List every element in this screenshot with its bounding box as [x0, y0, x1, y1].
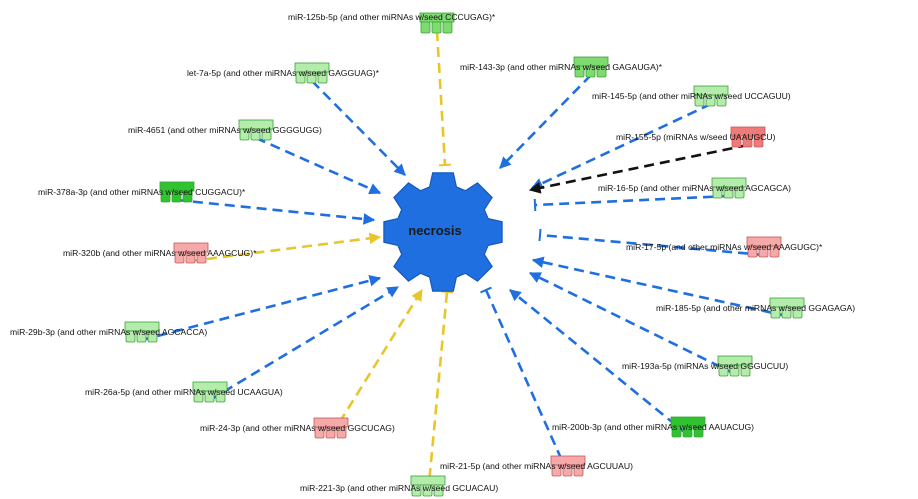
mirna-label: miR-145-5p (and other miRNAs w/seed UCCA…	[592, 91, 791, 101]
mirna-label: let-7a-5p (and other miRNAs w/seed GAGGU…	[187, 68, 380, 78]
mirna-icon	[294, 62, 330, 84]
center-label: necrosis	[408, 223, 461, 238]
mirna-label: miR-320b (and other miRNAs w/seed AAAGCU…	[63, 248, 257, 258]
mirna-icon	[746, 236, 782, 258]
edge-mir-155[interactable]	[528, 143, 749, 194]
edge-mir-143[interactable]	[499, 74, 592, 169]
mirna-label: miR-155-5p (miRNAs w/seed UAAUGCU)	[616, 132, 776, 142]
inhibition-bar-mir-21	[480, 286, 492, 294]
inhibition-bar-mir-125b	[438, 163, 452, 167]
mirna-node-mir-145[interactable]: miR-145-5p (and other miRNAs w/seed UCCA…	[592, 85, 791, 107]
mirna-icon	[159, 181, 195, 203]
mirna-node-mir-378a[interactable]: miR-378a-3p (and other miRNAs w/seed CUG…	[38, 181, 246, 203]
inhibition-bar-mir-17	[538, 228, 542, 242]
mirna-label: miR-24-3p (and other miRNAs w/seed GGCUC…	[200, 423, 395, 433]
mirna-icon	[313, 417, 349, 439]
edge-mir-29b[interactable]	[141, 274, 382, 342]
edge-mir-185[interactable]	[531, 256, 788, 318]
mirna-icon	[670, 416, 706, 438]
mirna-icon	[173, 242, 209, 264]
mirna-node-mir-29b[interactable]: miR-29b-3p (and other miRNAs w/seed AGCA…	[10, 321, 207, 343]
mirna-node-mir-320b[interactable]: miR-320b (and other miRNAs w/seed AAAGCU…	[63, 242, 257, 264]
edge-let-7a[interactable]	[311, 80, 406, 176]
mirna-label: miR-125b-5p (and other miRNAs w/seed CCC…	[288, 12, 496, 22]
mirna-label: miR-200b-3p (and other miRNAs w/seed AAU…	[552, 422, 754, 432]
mirna-icon	[730, 126, 766, 148]
edge-mir-200b[interactable]	[509, 288, 689, 437]
mirna-node-mir-221[interactable]: miR-221-3p (and other miRNAs w/seed GCUA…	[300, 475, 498, 497]
mirna-icon	[410, 475, 446, 497]
mirna-node-mir-125b[interactable]: miR-125b-5p (and other miRNAs w/seed CCC…	[288, 12, 496, 34]
mirna-node-mir-155[interactable]: miR-155-5p (miRNAs w/seed UAAUGCU)	[616, 126, 776, 148]
mirna-label: miR-185-5p (and other miRNAs w/seed GGAG…	[656, 303, 855, 313]
edge-mir-17[interactable]	[539, 233, 765, 257]
edge-mir-21[interactable]	[484, 289, 570, 475]
mirna-label: miR-29b-3p (and other miRNAs w/seed AGCA…	[10, 327, 207, 337]
mirna-icon	[769, 297, 805, 319]
mirna-node-let-7a[interactable]: let-7a-5p (and other miRNAs w/seed GAGGU…	[187, 62, 380, 84]
mirna-node-mir-16[interactable]: miR-16-5p (and other miRNAs w/seed AGCAG…	[598, 177, 791, 199]
mirna-label: miR-378a-3p (and other miRNAs w/seed CUG…	[38, 187, 246, 197]
mirna-node-mir-4651[interactable]: miR-4651 (and other miRNAs w/seed GGGGUG…	[128, 119, 322, 141]
mirna-icon	[573, 56, 609, 78]
mirna-node-mir-24[interactable]: miR-24-3p (and other miRNAs w/seed GGCUC…	[200, 417, 395, 439]
mirna-label: miR-26a-5p (and other miRNAs w/seed UCAA…	[85, 387, 283, 397]
mirna-label: miR-221-3p (and other miRNAs w/seed GCUA…	[300, 483, 498, 493]
mirna-label: miR-4651 (and other miRNAs w/seed GGGGUG…	[128, 125, 322, 135]
mirna-icon	[238, 119, 274, 141]
edge-mir-221[interactable]	[426, 291, 449, 495]
edge-mir-26a[interactable]	[209, 285, 400, 402]
mirna-icon	[192, 381, 228, 403]
mirna-label: miR-21-5p (and other miRNAs w/seed AGCUU…	[440, 461, 633, 471]
mirna-node-mir-200b[interactable]: miR-200b-3p (and other miRNAs w/seed AAU…	[552, 416, 754, 438]
mirna-icon	[717, 355, 753, 377]
edge-mir-16[interactable]	[534, 194, 730, 207]
mirna-icon	[550, 455, 586, 477]
mirna-icon	[711, 177, 747, 199]
nodes-layer: miR-125b-5p (and other miRNAs w/seed CCC…	[10, 12, 855, 497]
mirna-label: miR-193a-5p (miRNAs w/seed GGGUCUU)	[622, 361, 788, 371]
edge-mir-378a[interactable]	[176, 198, 376, 225]
mirna-node-mir-21[interactable]: miR-21-5p (and other miRNAs w/seed AGCUU…	[440, 455, 633, 477]
mirna-icon	[124, 321, 160, 343]
mirna-icon	[419, 12, 455, 34]
edge-mir-193a[interactable]	[528, 271, 736, 376]
edge-mir-24[interactable]	[329, 289, 424, 437]
mirna-node-mir-143[interactable]: miR-143-3p (and other miRNAs w/seed GAGA…	[460, 56, 663, 78]
edge-mir-145[interactable]	[530, 102, 712, 190]
mirna-label: miR-16-5p (and other miRNAs w/seed AGCAG…	[598, 183, 791, 193]
edge-mir-125b[interactable]	[435, 30, 447, 166]
gear-icon	[383, 172, 503, 292]
mirna-node-mir-26a[interactable]: miR-26a-5p (and other miRNAs w/seed UCAA…	[85, 381, 283, 403]
mirna-icon	[693, 85, 729, 107]
mirna-label: miR-17-5p (and other miRNAs w/seed AAAGU…	[626, 242, 823, 252]
mirna-node-mir-185[interactable]: miR-185-5p (and other miRNAs w/seed GGAG…	[656, 297, 855, 319]
mirna-node-mir-17[interactable]: miR-17-5p (and other miRNAs w/seed AAAGU…	[626, 236, 823, 258]
necrosis-node[interactable]: necrosis	[383, 172, 503, 292]
mirna-label: miR-143-3p (and other miRNAs w/seed GAGA…	[460, 62, 663, 72]
inhibition-bar-mir-16	[533, 198, 537, 212]
edges-layer	[141, 30, 788, 495]
edge-mir-4651[interactable]	[255, 136, 382, 195]
mirna-node-mir-193a[interactable]: miR-193a-5p (miRNAs w/seed GGGUCUU)	[622, 355, 788, 377]
